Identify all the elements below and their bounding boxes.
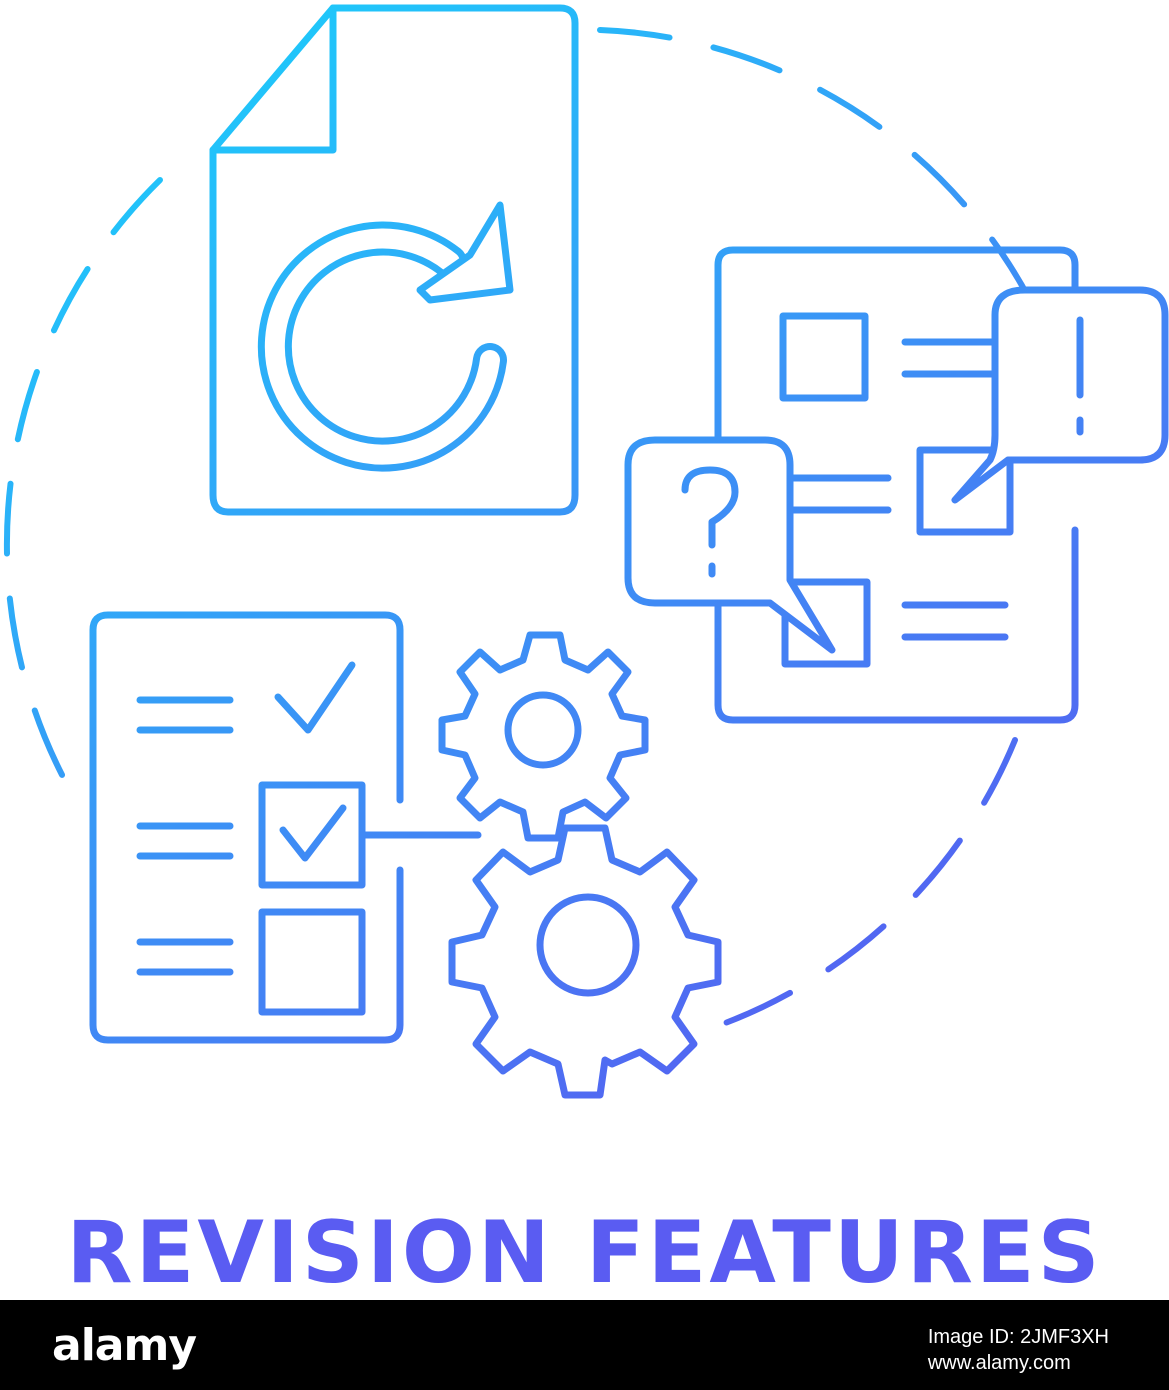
checklist-icon [89,611,482,1044]
caption-title: REVISION FEATURES [66,1210,1103,1300]
dashed-circle-outline [3,27,1033,1028]
revision-features-illustration [3,4,1169,1099]
question-bubble-icon [624,436,836,654]
stock-image-id: Image ID: 2JMF3XH [927,1326,1109,1348]
stock-watermark-bar [0,1300,1169,1390]
document-refresh-icon [209,4,579,516]
exclamation-bubble-icon [951,286,1169,504]
stock-image-info: Image ID: 2JMF3XH www.alamy.com [928,1324,1109,1376]
stock-site: www.alamy.com [927,1352,1071,1374]
feedback-document-icon [714,246,1079,724]
gears-icon [438,631,722,1099]
stock-logo: alamy [52,1320,197,1371]
